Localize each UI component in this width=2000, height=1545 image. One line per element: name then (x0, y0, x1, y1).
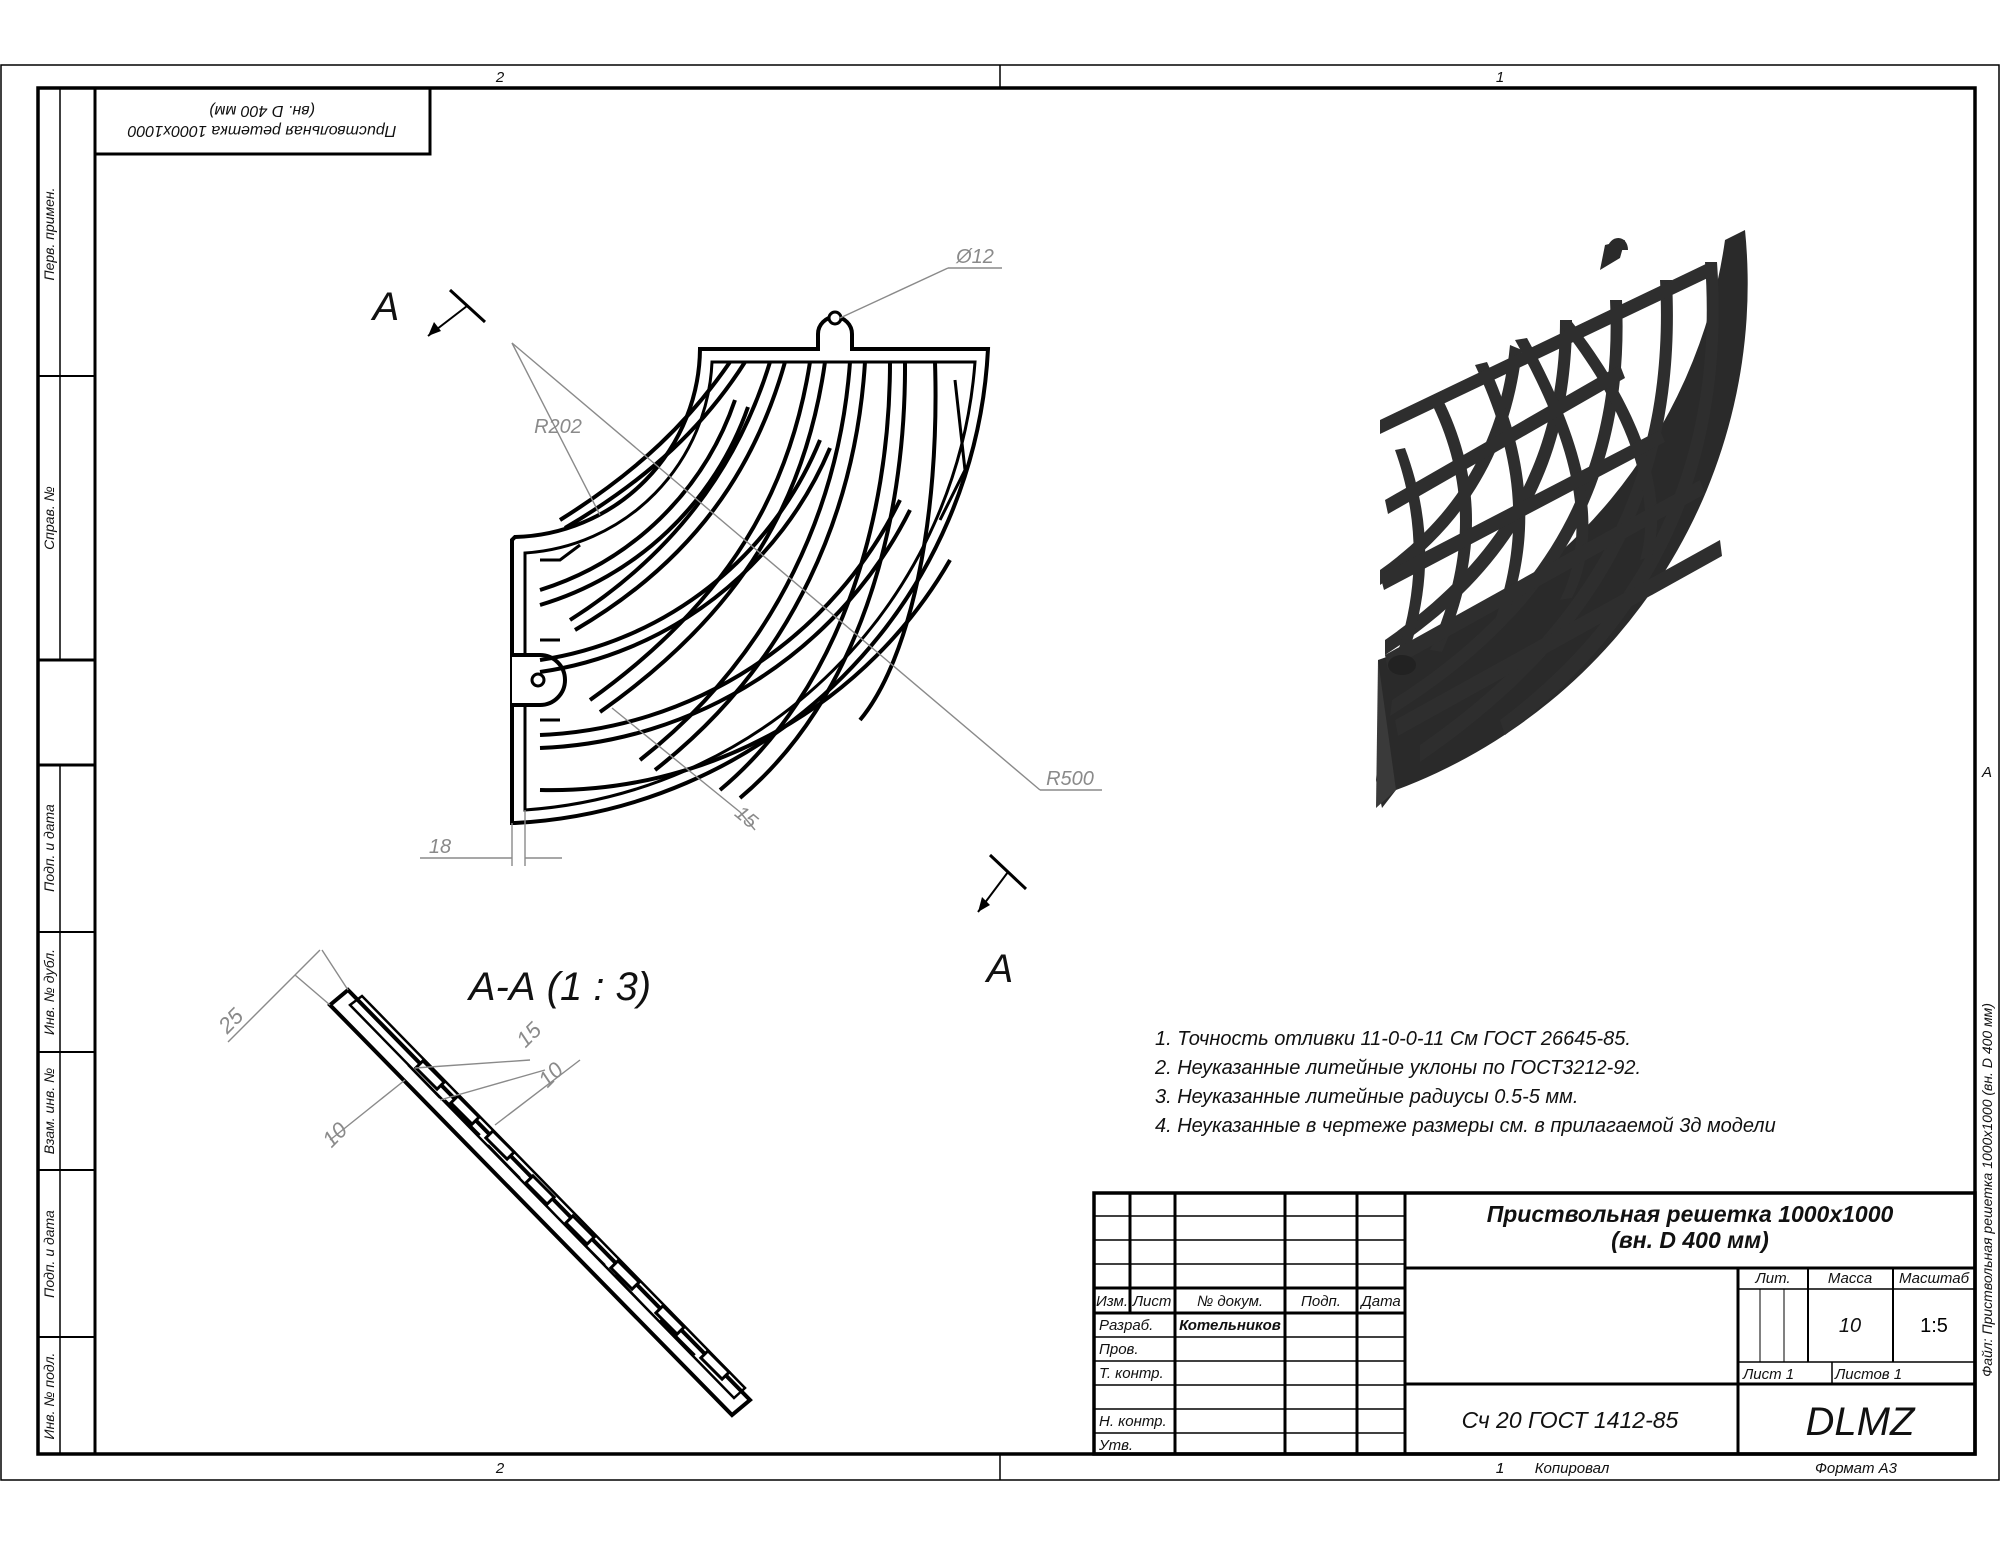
tb-sheets: Листов 1 (1834, 1366, 1902, 1383)
dim-18: 18 (429, 836, 451, 858)
section-letter-bottom: A (985, 947, 1014, 991)
zone-label-right: A (1981, 764, 1992, 781)
tb-mass-value: 10 (1839, 1315, 1861, 1337)
side-label-podp-data-2: Подп. и дата (41, 1210, 57, 1298)
side-label-inv-dubl: Инв. № дубл. (41, 949, 57, 1035)
corner-stamp-line1: Приствольная решетка 1000х1000 (128, 122, 397, 139)
corner-stamp-line2: (вн. D 400 мм) (209, 102, 315, 119)
footer-num: 1 (1496, 1460, 1504, 1477)
section-dimensions (227, 949, 581, 1141)
note-4: 4. Неуказанные в чертеже размеры см. в п… (1155, 1115, 1776, 1137)
tb-title-line2: (вн. D 400 мм) (1611, 1227, 1769, 1253)
zone-label-top-right: 1 (1496, 69, 1504, 86)
dim-r-outer: R500 (1046, 768, 1094, 790)
section-title: А-А (1 : 3) (467, 965, 651, 1009)
corner-stamp: Приствольная решетка 1000х1000 (вн. D 40… (93, 86, 432, 156)
tb-row-nkontr: Н. контр. (1099, 1413, 1167, 1430)
mounting-hole-side (530, 672, 546, 688)
sec-dim-10a: 10 (317, 1117, 353, 1153)
tb-lit: Лит. (1754, 1270, 1790, 1287)
tb-company: DLMZ (1806, 1400, 1916, 1444)
sec-dim-25: 25 (212, 1003, 248, 1039)
tb-material: Сч 20 ГОСТ 1412-85 (1462, 1407, 1679, 1433)
footer-copied: Копировал (1535, 1460, 1610, 1477)
zone-label-bottom-right: 1 (1496, 1460, 1504, 1477)
footer-format: Формат А3 (1815, 1460, 1898, 1477)
zone-label-bottom-left: 2 (495, 1460, 505, 1477)
section-marker-bottom: A (977, 853, 1028, 991)
sec-dim-15: 15 (511, 1017, 547, 1053)
grate-main-view (510, 310, 991, 825)
tb-row-prov: Пров. (1099, 1341, 1139, 1358)
tb-razrab-name: Котельников (1179, 1317, 1281, 1334)
section-marker-top: A (371, 285, 487, 337)
tb-row-razrab: Разраб. (1099, 1317, 1153, 1334)
dim-15: 15 (730, 802, 762, 834)
side-label-podp-data-1: Подп. и дата (41, 804, 57, 892)
grate-outer-contour (510, 315, 991, 825)
title-block: Приствольная решетка 1000х1000 (вн. D 40… (1092, 1191, 1977, 1456)
main-view-dimensions (420, 267, 1102, 866)
left-side-columns: Перв. примен. Справ. № Подп. и дата Инв.… (36, 88, 97, 1454)
side-label-perv-primen: Перв. примен. (41, 187, 57, 280)
technical-notes: 1. Точность отливки 11-0-0-11 См ГОСТ 26… (1154, 1028, 1776, 1137)
section-letter-top: A (371, 285, 400, 329)
tb-col-podp: Подп. (1301, 1293, 1341, 1310)
tb-masshtab: Масштаб (1899, 1270, 1970, 1287)
side-label-vzam-inv: Взам. инв. № (41, 1068, 57, 1155)
sec-dim-10b: 10 (533, 1057, 569, 1093)
tb-title-line1: Приствольная решетка 1000х1000 (1487, 1201, 1894, 1227)
tb-row-tkontr: Т. контр. (1099, 1365, 1164, 1382)
tb-col-doc: № докум. (1197, 1293, 1263, 1310)
side-file-label: Файл: Приствольная решетка 1000х1000 (вн… (1979, 1003, 1995, 1377)
side-label-inv-podl: Инв. № подл. (41, 1353, 57, 1440)
mounting-hole-top (827, 310, 843, 326)
tb-sheet: Лист 1 (1742, 1366, 1794, 1383)
tb-col-list: Лист (1132, 1293, 1172, 1310)
tb-scale-value: 1:5 (1920, 1315, 1948, 1337)
side-label-sprav-no: Справ. № (41, 486, 57, 550)
dim-hole: Ø12 (955, 246, 994, 268)
tb-col-data: Дата (1359, 1293, 1401, 1310)
zone-label-top-left: 2 (495, 69, 505, 86)
note-2: 2. Неуказанные литейные уклоны по ГОСТ32… (1154, 1057, 1641, 1079)
section-aa-view (327, 987, 753, 1418)
dim-r-inner: R202 (534, 416, 582, 438)
tb-col-izm: Изм. (1096, 1293, 1128, 1310)
grate-3d-view (1376, 230, 1748, 808)
note-3: 3. Неуказанные литейные радиусы 0.5-5 мм… (1155, 1086, 1578, 1108)
note-1: 1. Точность отливки 11-0-0-11 См ГОСТ 26… (1155, 1028, 1631, 1050)
tb-row-utv: Утв. (1098, 1437, 1133, 1454)
tb-massa: Масса (1828, 1270, 1872, 1287)
